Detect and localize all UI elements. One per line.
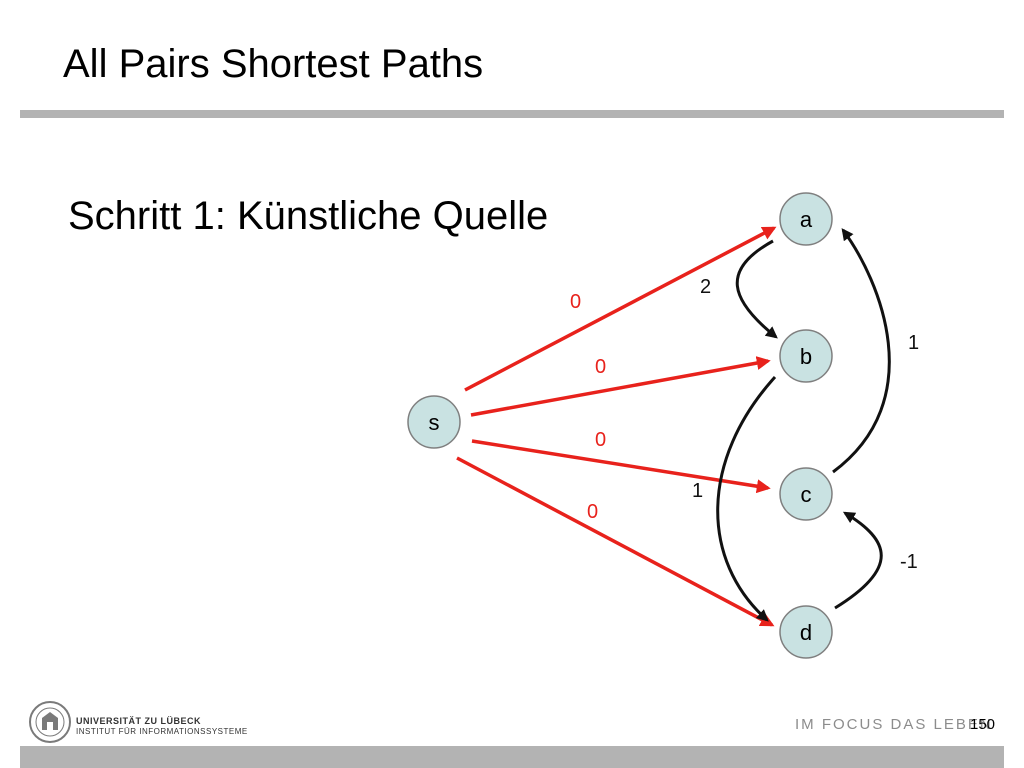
footer-bar [20,746,1004,768]
node-d: d [779,605,833,659]
university-name: UNIVERSITÄT ZU LÜBECK [76,716,201,726]
node-b-label: b [800,344,812,369]
edge-a-b [735,239,778,339]
edge-s-a [464,226,777,392]
edge-s-d [456,456,775,627]
node-d-label: d [800,620,812,645]
weight-label-c-a: 1 [908,332,919,354]
page-number: 150 [970,716,996,733]
weight-label-a-b: 2 [700,276,711,298]
weight-label-s-b: 0 [595,356,606,378]
node-c-label: c [801,482,812,507]
footer-tagline: IM FOCUS DAS LEBEN [795,716,993,733]
slide-title: All Pairs Shortest Paths [63,42,484,86]
institute-name: INSTITUT FÜR INFORMATIONSSYSTEME [76,727,248,736]
node-c: c [779,467,833,521]
title-divider [20,110,1004,118]
weight-label-b-d: 1 [692,480,703,502]
edge-c-a [832,228,891,474]
weight-label-s-a: 0 [570,291,581,313]
node-b: b [779,329,833,383]
node-s-label: s [429,410,440,435]
university-seal-icon [29,701,71,743]
weight-label-d-c: -1 [900,551,918,573]
slide-subtitle: Schritt 1: Künstliche Quelle [68,194,549,238]
graph-edges [716,228,891,622]
source-edges [456,226,777,627]
university-logo: UNIVERSITÄT ZU LÜBECK INSTITUT FÜR INFOR… [28,700,247,746]
node-a-label: a [800,207,813,232]
weight-label-s-c: 0 [595,429,606,451]
edge-s-b [470,356,771,417]
edge-s-c [471,439,771,494]
weight-label-s-d: 0 [587,501,598,523]
edge-b-d [716,375,777,622]
node-s: s [407,395,461,449]
edge-d-c [834,511,883,610]
node-a: a [779,192,833,246]
edge-labels: 0 0 0 0 2 1 1 -1 [570,276,919,573]
